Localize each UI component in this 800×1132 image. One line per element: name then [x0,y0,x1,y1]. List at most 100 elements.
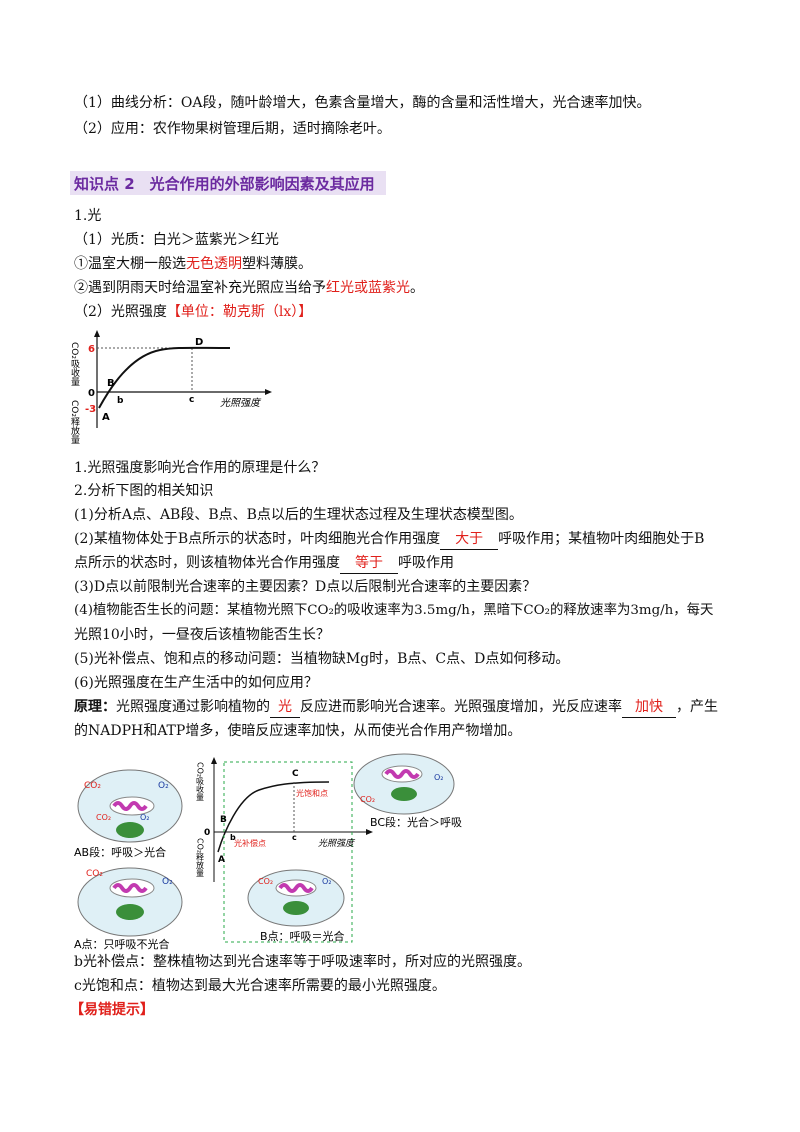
co2-label: CO₂ [96,813,111,822]
greenhouse-film-line: ①温室大棚一般选无色透明塑料薄膜。 [74,254,312,274]
comp-point-label: 光补偿点 [234,838,266,848]
question-1: 1.光照强度影响光合作用的原理是什么？ [74,460,326,476]
chloroplast [391,787,417,801]
answer-blank: 光 [270,697,300,718]
tick-neg3: -3 [85,404,96,415]
question-2: 2.分析下图的相关知识 [74,483,214,499]
x-axis-arrow [265,389,272,395]
point-b: b [117,396,124,406]
origin-label: 0 [88,388,95,399]
light-intensity-line: （2）光照强度【单位：勒克斯（lx）】 [74,302,312,322]
x-axis-arrow [366,829,373,835]
x-axis-label: 光照强度 [318,838,356,849]
text: （2）光照强度 [74,304,167,320]
highlight-text: 无色透明 [186,256,242,272]
question-2-6: (6)光照强度在生产生活中的如何应用？ [74,675,318,691]
y-neg-label: CO₂释放量 [70,400,80,444]
question-2-4: (4)植物能否生长的问题：某植物光照下CO₂的吸收速率为3.5mg/h，黑暗下C… [74,603,714,618]
question-2-1: (1)分析A点、AB段、B点、B点以后的生理状态过程及生理状态模型图。 [74,507,523,523]
section-heading-text: 知识点 2 光合作用的外部影响因素及其应用 [74,175,375,193]
mitochondrion-crista [384,769,420,779]
cell-bc: CO₂ O₂ [353,753,455,815]
text: 反应进而影响光合速率。光照强度增加，光反应速率 [300,699,622,715]
application-line: （2）应用：农作物果树管理后期，适时摘除老叶。 [74,121,391,137]
cell-b-caption: B点：呼吸＝光合 [260,929,345,943]
text: 塑料薄膜。 [242,256,312,272]
chloroplast [283,901,309,915]
co2-label: CO₂ [258,877,273,886]
origin-label: 0 [204,828,210,838]
co2-label: CO₂ [84,781,101,791]
point-b: b [230,833,236,842]
x-axis-label: 光照强度 [220,397,262,409]
o2-label: O₂ [140,813,150,822]
principle-line-cont: 的NADPH和ATP增多，使暗反应速率加快，从而使光合作用产物增加。 [74,723,522,739]
section-heading: 知识点 2 光合作用的外部影响因素及其应用 [70,171,386,195]
y-axis-arrow [94,330,100,337]
green-dashed-frame [223,761,353,943]
text: ①温室大棚一般选 [74,256,186,272]
response-curve [98,346,231,409]
point-c: c [189,395,194,405]
text: 。 [410,280,424,296]
y-pos-label: CO₂吸收量 [70,342,80,386]
point-B: B [107,378,115,389]
point-A: A [102,412,110,423]
cell-ab-caption: AB段：呼吸＞光合 [74,845,166,859]
supplement-light-line: ②遇到阴雨天时给温室补充光照应当给予红光或蓝紫光。 [74,278,424,298]
question-2-2-cont: 点所示的状态时，则该植物体光合作用强度等于呼吸作用 [74,553,454,574]
y-pos-label: CO₂吸收量 [196,762,205,801]
cell-ab: CO₂ O₂ CO₂ O₂ [77,769,183,843]
text: ，产生 [676,699,718,715]
y-neg-label: CO₂释放量 [196,838,205,877]
cell-a: CO₂ O₂ [77,867,183,937]
curve-analysis-line: （1）曲线分析：OA段，随叶龄增大，色素含量增大，酶的含量和活性增大，光合速率加… [74,95,651,111]
answer-blank: 等于 [340,553,398,574]
text: 呼吸作用 [398,555,454,571]
mitochondrion-crista [112,801,148,811]
text: 光照强度通过影响植物的 [116,699,270,715]
question-2-4-cont: 光照10小时，一昼夜后该植物能否生长？ [74,627,330,643]
point-A: A [218,855,225,865]
chloroplast [116,904,144,920]
text: (2)某植物体处于B点所示的状态时，叶肉细胞光合作用强度 [74,531,441,547]
mitochondrion-crista [112,883,148,893]
text: 呼吸作用；某植物叶肉细胞处于B [498,531,705,547]
sat-point-label: 光饱和点 [296,788,328,798]
text: ②遇到阴雨天时给温室补充光照应当给予 [74,280,326,296]
question-2-2: (2)某植物体处于B点所示的状态时，叶肉细胞光合作用强度大于呼吸作用；某植物叶肉… [74,529,704,550]
co2-label: CO₂ [360,795,375,804]
point-D: D [195,337,203,348]
answer-blank: 大于 [440,529,499,550]
question-2-3: (3)D点以前限制光合速率的主要因素？D点以后限制光合速率的主要因素？ [74,579,537,595]
cell-bc-caption: BC段：光合＞呼吸 [370,815,462,829]
saturation-definition: c光饱和点：植物达到最大光合速率所需要的最小光照强度。 [74,978,446,994]
o2-label: O₂ [158,781,169,791]
light-intensity-chart-small: CO₂吸收量 CO₂释放量 6 -3 0 A B b c D 光照强度 [70,330,272,444]
unit-text: 【单位：勒克斯（lx）】 [166,304,313,320]
question-2-5: (5)光补偿点、饱和点的移动问题：当植物缺Mg时，B点、C点、D点如何移动。 [74,651,570,667]
mitochondrion-crista [278,883,314,893]
tick-6: 6 [88,344,95,355]
compensation-definition: b光补偿点：整株植物达到光合速率等于呼吸速率时，所对应的光照强度。 [74,954,531,970]
point-c: c [292,833,297,842]
principle-line: 原理：光照强度通过影响植物的光反应进而影响光合速率。光照强度增加，光反应速率加快… [74,697,718,718]
text: 点所示的状态时，则该植物体光合作用强度 [74,555,340,571]
cell-b: CO₂ O₂ [247,869,345,927]
answer-blank: 加快 [622,697,676,718]
co2-label: CO₂ [86,869,103,879]
o2-label: O₂ [434,773,444,782]
point-B: B [220,815,227,825]
cell-a-caption: A点：只呼吸不光合 [74,937,170,950]
light-intensity-composite-diagram: CO₂ O₂ CO₂ O₂ AB段：呼吸＞光合 CO₂ O₂ A点：只呼吸不光合… [74,753,462,950]
tip-heading: 【易错提示】 [70,1002,154,1018]
highlight-text: 红光或蓝紫光 [326,280,410,296]
principle-label: 原理： [74,699,116,715]
point-C: C [292,769,299,779]
light-quality-line: （1）光质：白光＞蓝紫光＞红光 [74,232,279,248]
o2-label: O₂ [322,877,332,886]
response-curve [217,781,330,853]
o2-label: O₂ [162,877,173,887]
chloroplast [116,822,144,838]
y-axis-arrow [211,757,217,764]
